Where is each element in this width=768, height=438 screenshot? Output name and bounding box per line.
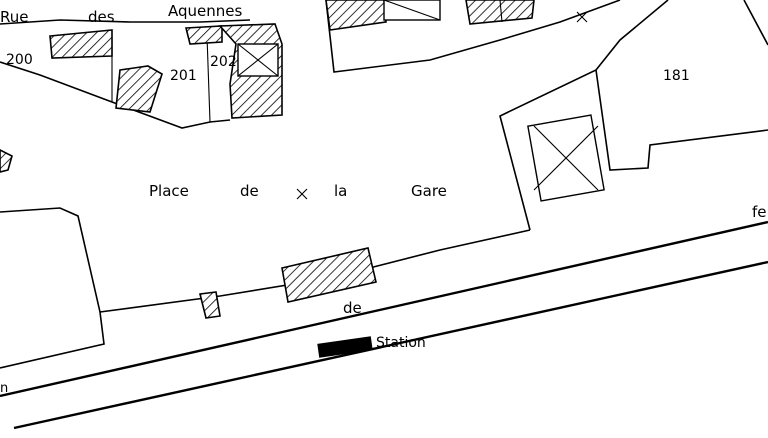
building-center-a [325,0,387,31]
edge-label-n: n [0,381,8,396]
survey-cross-square [296,188,308,200]
building-left-edge [0,149,13,173]
block-181-inner [595,69,768,171]
west-block-outline [0,207,105,369]
survey-cross-north [576,11,588,23]
labels: Rue des Aquennes 200 201 202 181 Place d… [0,2,767,396]
survey-markers [296,11,588,200]
block-outline-center [325,0,621,73]
parcel-divider-202 [206,35,211,123]
parcel-label-202: 202 [210,54,237,70]
station-label-de: de [343,299,362,317]
street-edge-top [0,19,251,25]
square-label-gare: Gare [411,182,447,200]
building-202-small [184,25,223,45]
street-label-rue: Rue [0,8,28,26]
street-edge-lower [0,61,231,129]
square-label-la: la [334,182,347,200]
parcel-label-201: 201 [170,68,197,84]
buildings-north [0,23,283,173]
parcel-label-200: 200 [6,52,33,68]
edge-label-fe: fe [752,203,767,221]
station-marker [317,336,373,358]
square-label-de: de [240,182,259,200]
buildings-center [325,0,621,73]
building-200 [49,29,113,59]
block-181 [499,0,768,231]
building-square-small [199,291,221,319]
street-label-des: des [88,8,115,26]
rail-north [0,220,768,398]
rail-south [13,260,768,430]
block-181-outline [499,0,669,231]
street-label-aquennes: Aquennes [168,2,242,20]
building-201 [115,65,163,113]
building-square-main [281,247,377,303]
square-label-place: Place [149,182,189,200]
block-181-top [743,0,768,46]
parcel-label-181: 181 [663,68,690,84]
station-label: Station [376,335,426,351]
square-frontage [0,207,531,369]
railway [0,220,768,430]
building-center-c [465,0,535,25]
